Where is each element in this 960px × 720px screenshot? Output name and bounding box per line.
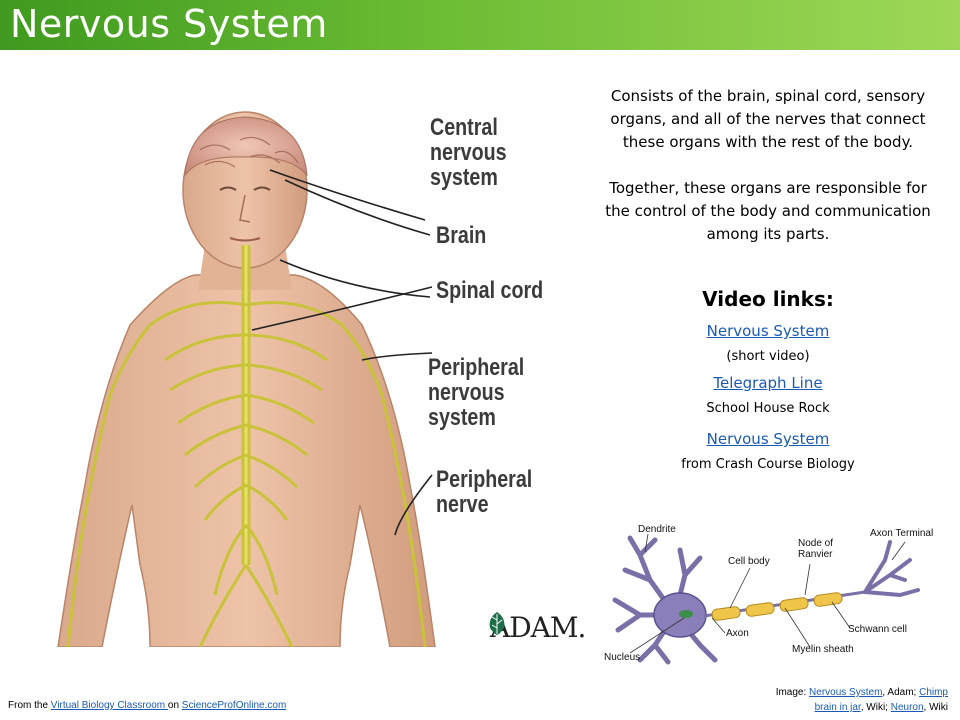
virtual-biology-classroom-link[interactable]: Virtual Biology Classroom xyxy=(50,700,168,711)
adam-logo-text: ADAM. xyxy=(490,610,586,644)
source-middle: on xyxy=(167,700,182,711)
image-link-nervous-system[interactable]: Nervous System xyxy=(809,687,883,698)
label-central-nervous-system: Central nervous system xyxy=(430,114,507,191)
label-peripheral-nerve: Peripheral nerve xyxy=(436,466,533,518)
description: Consists of the brain, spinal cord, sens… xyxy=(598,85,938,269)
video-note-crash-course: from Crash Course Biology xyxy=(681,457,855,472)
label-cell-body: Cell body xyxy=(728,556,770,567)
label-axon-terminal: Axon Terminal xyxy=(870,528,934,539)
label-spinal-cord: Spinal cord xyxy=(436,277,544,304)
label-schwann-cell: Schwann cell xyxy=(848,624,907,635)
label-node-of-ranvier: Node of Ranvier xyxy=(798,538,834,560)
body-figure xyxy=(57,111,436,647)
image-link-chimp[interactable]: Chimp xyxy=(919,687,948,698)
scienceprofonline-link[interactable]: ScienceProfOnline.com xyxy=(181,700,287,711)
video-link-nervous-system-crash-course[interactable]: Nervous System xyxy=(706,430,830,448)
video-link-nervous-system-short[interactable]: Nervous System xyxy=(706,322,830,340)
adam-leaf-icon xyxy=(489,612,505,635)
image-credit-suffix: , Wiki xyxy=(923,702,948,713)
label-brain: Brain xyxy=(436,222,487,249)
video-link-telegraph-line[interactable]: Telegraph Line xyxy=(713,374,823,392)
label-axon: Axon xyxy=(726,628,749,639)
title-bar: Nervous System xyxy=(0,0,960,50)
label-dendrite: Dendrite xyxy=(638,524,676,535)
image-credit-prefix: Image: xyxy=(775,687,810,698)
neuron-illustration xyxy=(612,533,920,665)
description-paragraph-1: Consists of the brain, spinal cord, sens… xyxy=(610,87,926,151)
source-credit: From the Virtual Biology Classroom on Sc… xyxy=(8,700,286,711)
nervous-system-illustration: Central nervous system Brain Spinal cord… xyxy=(40,95,598,647)
image-link-brain-in-jar[interactable]: brain in jar xyxy=(814,702,861,713)
video-note-short: (short video) xyxy=(726,349,810,364)
video-note-school-house-rock: School House Rock xyxy=(706,401,830,416)
adam-logo: ADAM. xyxy=(486,610,586,644)
video-links-heading: Video links: xyxy=(702,287,834,311)
image-credit-mid-1: , Adam; xyxy=(882,687,920,698)
image-credit-mid-2: , Wiki; xyxy=(860,702,891,713)
slide-title: Nervous System xyxy=(10,2,328,46)
neuron-diagram: Dendrite Cell body Node of Ranvier Axon … xyxy=(600,520,948,670)
label-myelin-sheath: Myelin sheath xyxy=(792,644,854,655)
label-nucleus: Nucleus xyxy=(604,652,641,663)
label-peripheral-nervous-system: Peripheral nervous system xyxy=(428,354,525,431)
source-prefix: From the xyxy=(8,700,51,711)
description-paragraph-2: Together, these organs are responsible f… xyxy=(605,179,931,243)
image-link-neuron[interactable]: Neuron xyxy=(890,702,924,713)
image-credit: Image: Nervous System, Adam; Chimp brain… xyxy=(708,685,948,715)
